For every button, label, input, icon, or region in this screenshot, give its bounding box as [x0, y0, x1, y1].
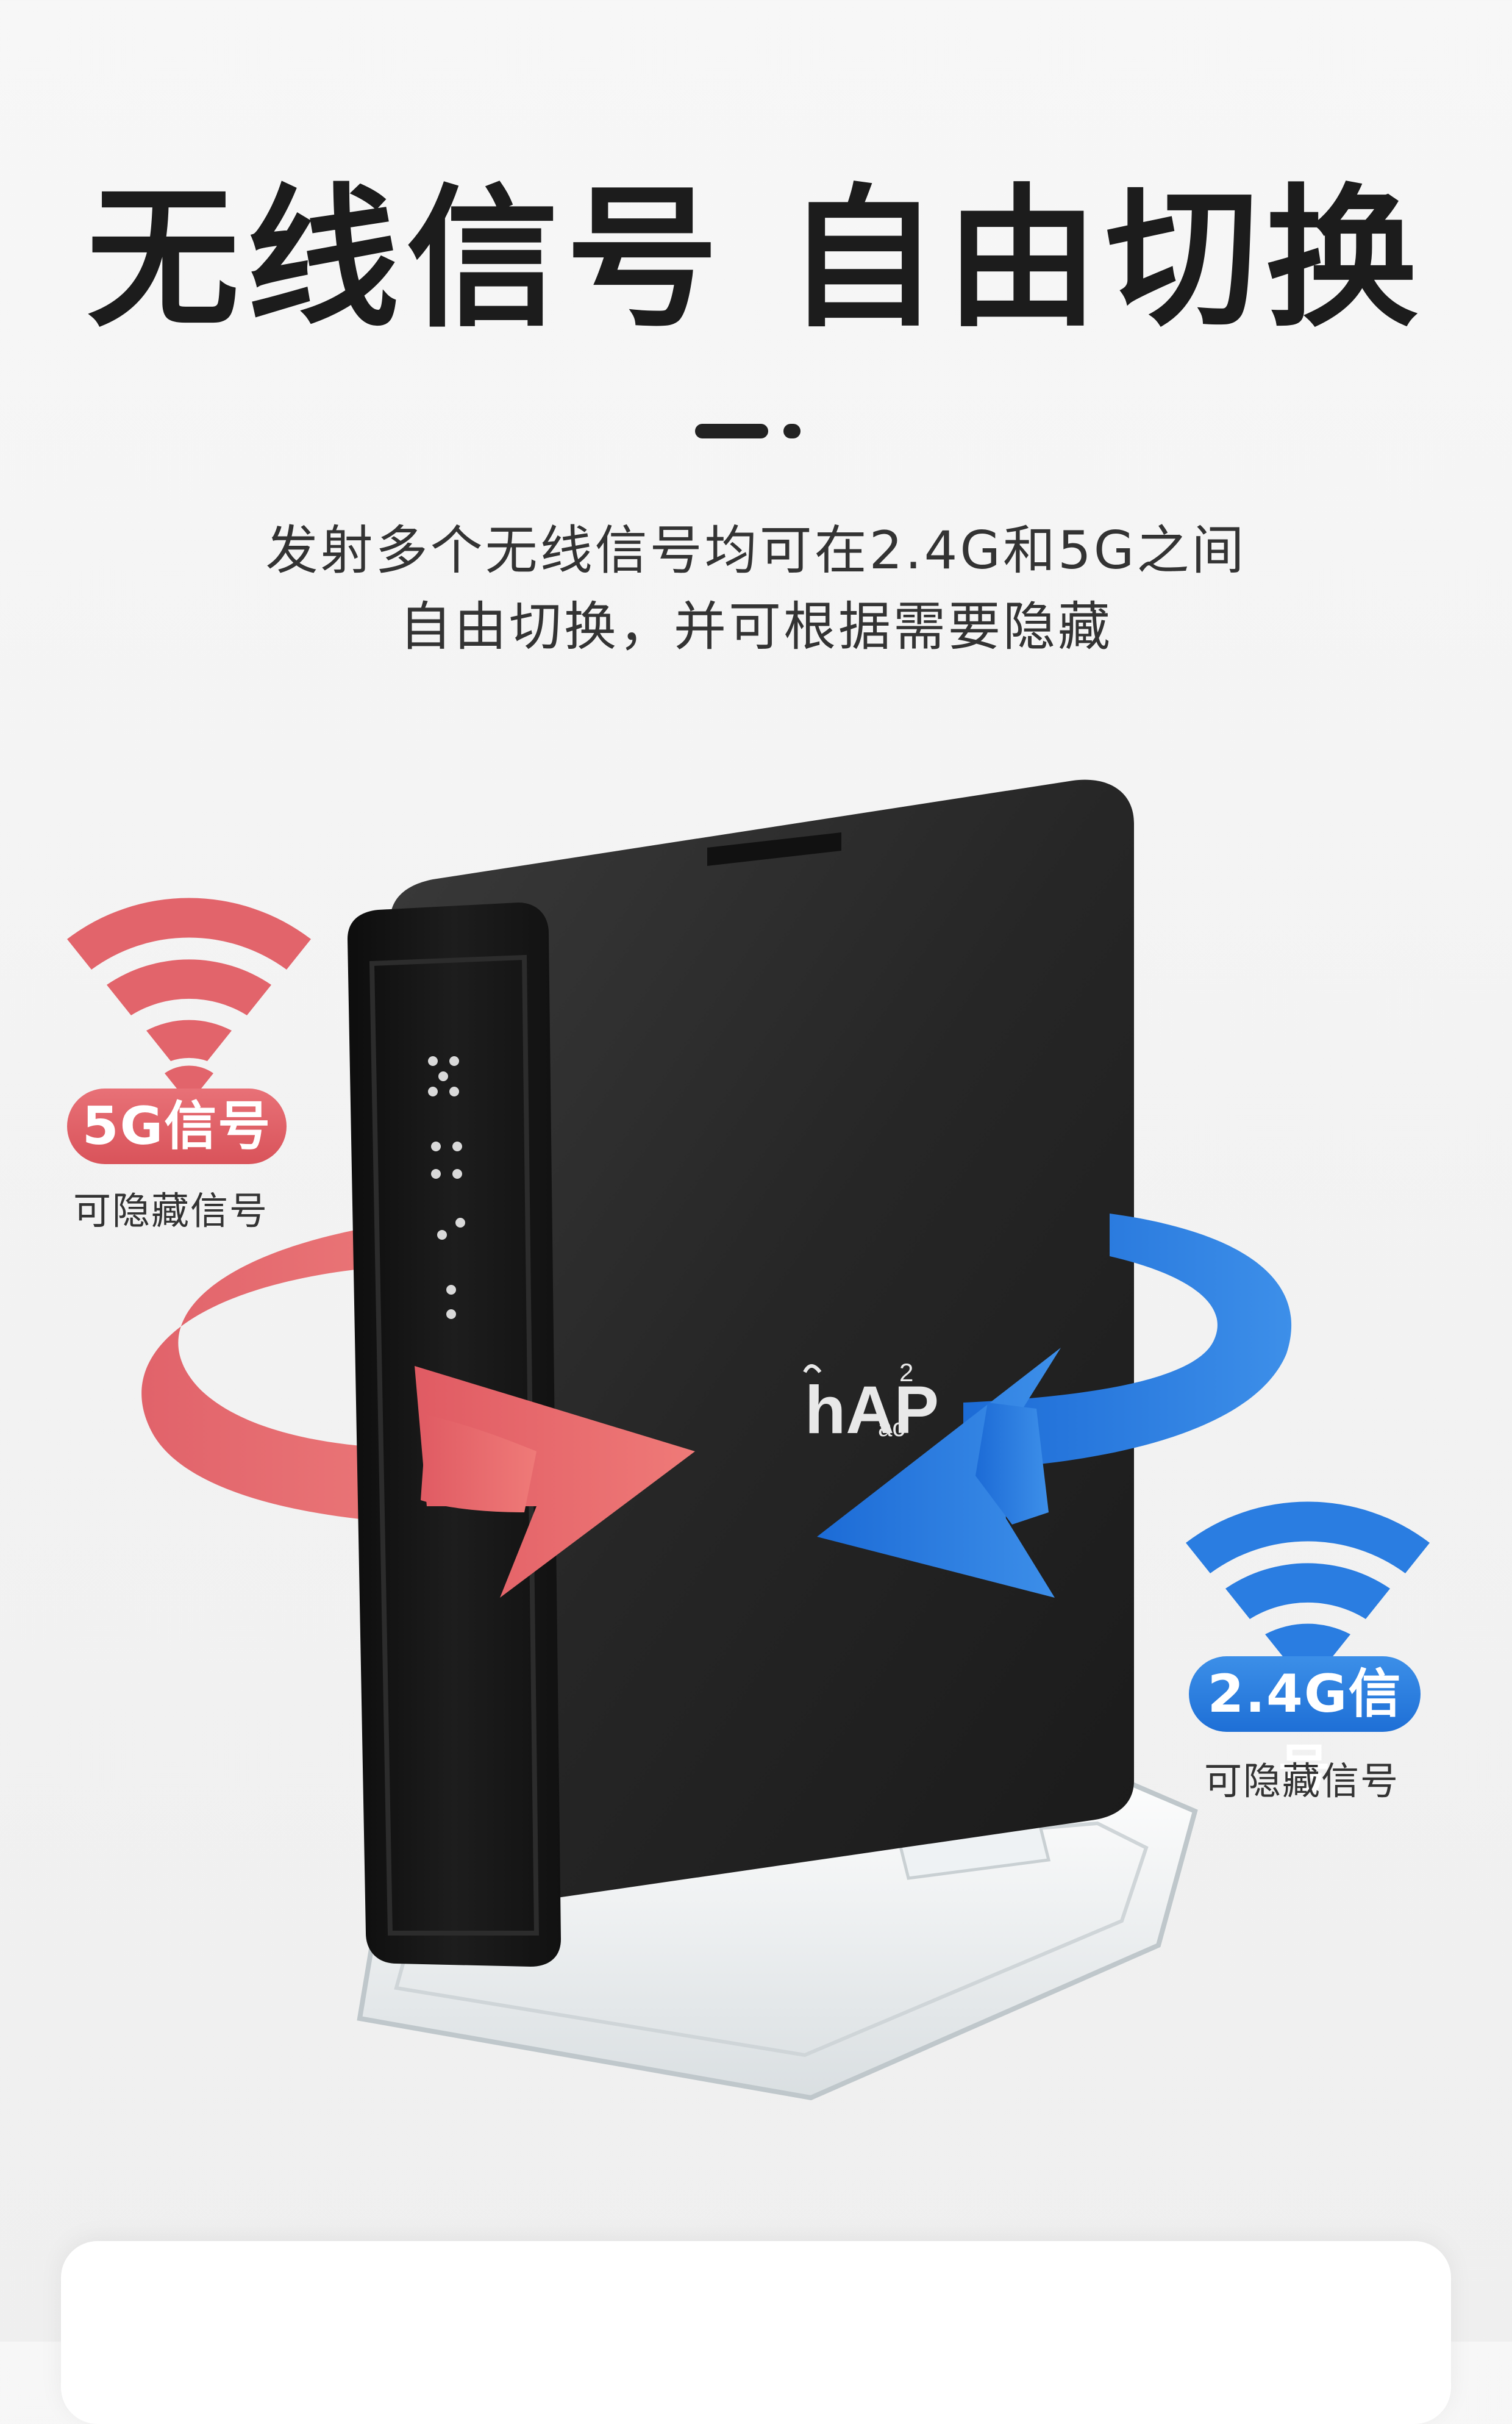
device-logo: hAP ac 2 [803, 1358, 939, 1448]
divider-long [695, 424, 768, 438]
headline: 无线信号 自由切换 [87, 170, 1425, 348]
subtitle-line-2: 自由切换，并可根据需要隐藏 [399, 596, 1113, 657]
svg-text:hAP: hAP [805, 1373, 939, 1448]
router-device [348, 779, 1134, 1967]
wifi-icon-5g [67, 898, 311, 1104]
badge-5g: 5G信号 [67, 1089, 287, 1164]
bottom-card [61, 2241, 1451, 2424]
subtitle-line-1: 发射多个无线信号均可在2.4G和5G之间 [265, 520, 1247, 581]
red-arrow-head [415, 1366, 695, 1598]
svg-text:2: 2 [899, 1358, 913, 1387]
badge-2-4g: 2.4G信号 [1189, 1656, 1421, 1800]
divider-short [783, 424, 801, 438]
hint-5g-hideable: 可隐藏信号 [73, 1189, 269, 1233]
svg-text:ac: ac [878, 1413, 905, 1442]
product-illustration: hAP ac 2 [0, 720, 1512, 2171]
blue-arrow-arc [963, 1214, 1292, 1470]
hint-2-4g-hideable: 可隐藏信号 [1204, 1759, 1400, 1803]
